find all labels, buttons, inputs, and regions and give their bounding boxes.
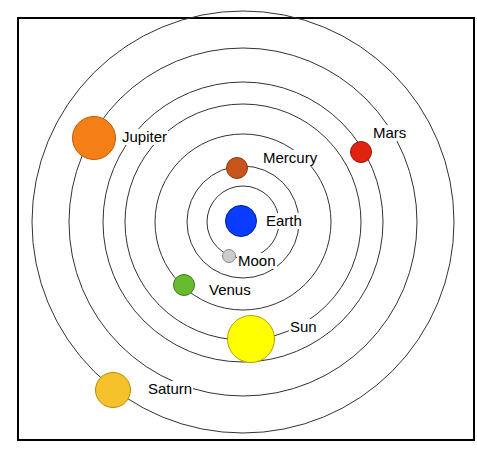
planet-disc (174, 275, 195, 296)
planet-node: Mars (350, 141, 372, 163)
planet-label: Mars (372, 125, 407, 141)
planet-node: Earth (225, 205, 257, 237)
planet-circle (72, 116, 116, 160)
planet-label: Saturn (147, 381, 193, 397)
planet-circle (225, 205, 257, 237)
planet-label: Moon (237, 253, 277, 269)
planet-disc (226, 206, 257, 237)
planet-circle (95, 372, 131, 408)
planet-circle (222, 249, 236, 263)
planet-label: Venus (208, 282, 252, 298)
planet-disc (228, 316, 275, 363)
planet-circle (226, 157, 248, 179)
planet-label: Sun (289, 319, 318, 335)
planet-disc (351, 142, 372, 163)
planet-node: Sun (227, 315, 275, 363)
planet-disc (223, 250, 236, 263)
planet-disc (73, 117, 116, 160)
planet-circle (350, 141, 372, 163)
planet-disc (227, 158, 248, 179)
planet-node: Jupiter (72, 116, 116, 160)
planet-node: Mercury (226, 157, 248, 179)
planet-node: Moon (222, 249, 236, 263)
planet-node: Saturn (95, 372, 131, 408)
planet-circle (173, 274, 195, 296)
planet-disc (96, 373, 131, 408)
planet-label: Jupiter (121, 129, 168, 145)
planet-label: Earth (265, 213, 303, 229)
planet-node: Venus (173, 274, 195, 296)
planet-circle (227, 315, 275, 363)
planet-label: Mercury (262, 150, 318, 166)
orbits (32, 11, 454, 433)
